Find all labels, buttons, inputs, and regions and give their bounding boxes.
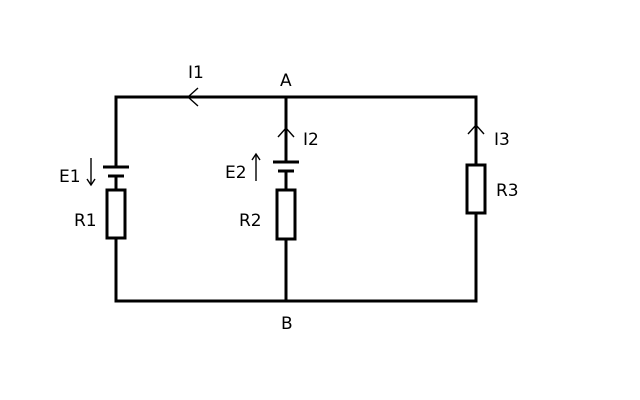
node-b-label: B: [281, 314, 293, 334]
i2-direction-chevron-icon: [277, 126, 295, 138]
i1-direction-chevron-icon: [186, 87, 199, 107]
node-a-label: A: [280, 71, 292, 91]
e2-direction-arrow-icon: [251, 152, 261, 181]
wires: [114, 95, 478, 303]
battery-e1: [103, 165, 129, 178]
current-i1-label: I1: [188, 63, 204, 83]
resistor-r2: [275, 188, 297, 241]
e1-direction-arrow-icon: [86, 158, 96, 187]
emf-e1-label: E1: [59, 167, 81, 187]
resistor-r2-label: R2: [239, 211, 262, 231]
resistor-r3-label: R3: [496, 181, 519, 201]
current-i3-label: I3: [494, 130, 510, 150]
emf-e2-label: E2: [225, 163, 247, 183]
resistor-r1-label: R1: [74, 211, 97, 231]
i3-direction-chevron-icon: [467, 123, 485, 135]
current-i2-label: I2: [303, 130, 319, 150]
battery-e2: [273, 160, 299, 173]
resistor-r3: [465, 163, 487, 215]
resistor-r1: [105, 188, 127, 240]
